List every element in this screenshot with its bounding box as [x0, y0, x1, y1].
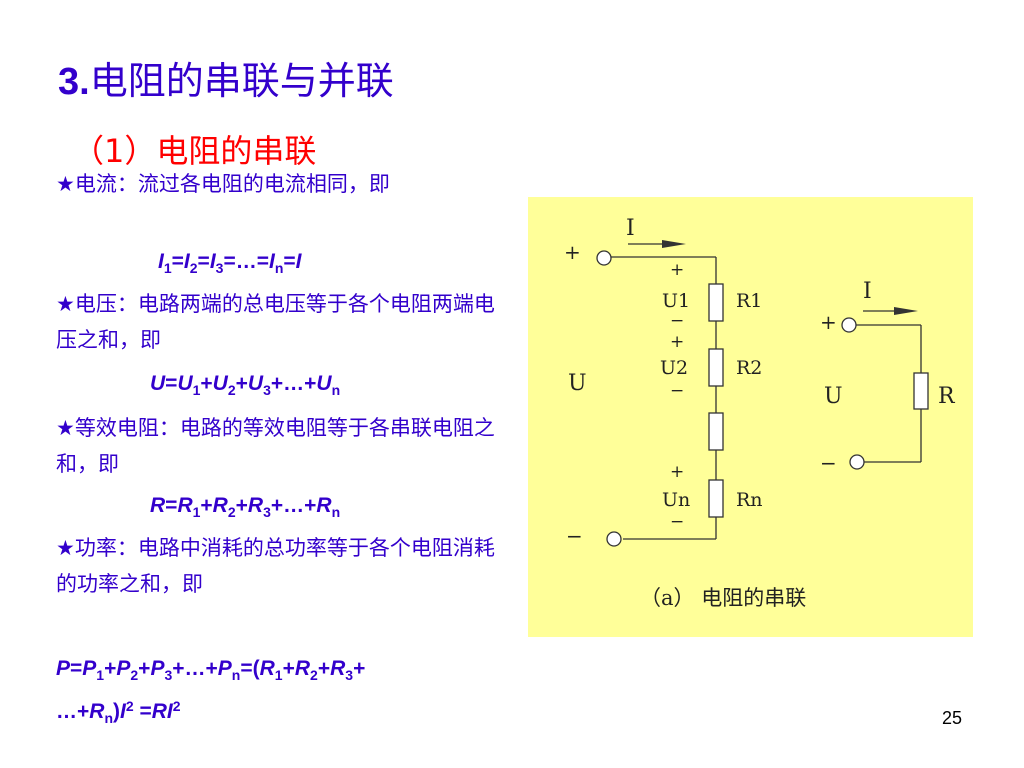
current-label-left: I [626, 216, 635, 241]
current-formula: I1=I2=I3=…=In=I [158, 250, 302, 276]
resistance-text: ★等效电阻：电路的等效电阻等于各串联电阻之和，即 [56, 416, 495, 476]
terminal-top-right [841, 317, 857, 333]
plus-sign-right: + [820, 310, 837, 334]
power-formula-line2: …+Rn)I2 =RI2 [56, 698, 181, 726]
resistance-formula: R=R1+R2+R3+…+Rn [150, 494, 341, 520]
minus-sign-left: − [566, 524, 583, 548]
resistor-r3 [708, 412, 724, 451]
un-plus: + [670, 462, 684, 482]
u2-minus: − [670, 381, 684, 401]
power-formula-line1: P=P1+P2+P3+…+Pn=(R1+R2+R3+ [56, 657, 366, 683]
resistor-r1 [708, 283, 724, 322]
terminal-top-left [596, 250, 612, 266]
series-circuit-diagram: I I + − + − U U + U1 − + U2 − + Un − R1 … [528, 197, 973, 637]
page-title: 3.电阻的串联与并联 [58, 59, 394, 103]
r-equivalent-label: R [938, 384, 956, 409]
voltage-label-left: U [568, 371, 587, 396]
r2-label: R2 [736, 357, 762, 379]
u1-label: U1 [662, 290, 690, 312]
terminal-bottom-right [849, 454, 865, 470]
voltage-formula: U=U1+U2+U3+…+Un [150, 372, 341, 398]
resistor-r2 [708, 348, 724, 387]
diagram-caption: （a） 电阻的串联 [640, 586, 806, 610]
minus-sign-right: − [820, 451, 837, 475]
terminal-bottom-left [606, 531, 622, 547]
current-text: ★电流：流过各电阻的电流相同，即 [56, 172, 390, 196]
resistor-rn [708, 479, 724, 518]
rn-label: Rn [736, 489, 763, 511]
current-arrow-right [863, 307, 918, 315]
power-text: ★功率：电路中消耗的总功率等于各个电阻消耗的功率之和，即 [56, 536, 495, 596]
un-minus: − [670, 512, 684, 532]
page-number: 25 [941, 708, 962, 728]
u2-label: U2 [660, 357, 688, 379]
diagram-background [528, 197, 973, 637]
section-subtitle: （1）电阻的串联 [72, 132, 317, 170]
resistor-r-equivalent [913, 372, 929, 410]
u2-plus: + [670, 332, 684, 352]
un-label: Un [662, 489, 690, 511]
voltage-text: ★电压：电路两端的总电压等于各个电阻两端电压之和，即 [56, 292, 495, 352]
voltage-label-right: U [824, 384, 843, 409]
plus-sign-left: + [564, 240, 581, 264]
u1-minus: − [670, 311, 684, 331]
current-arrow-left [628, 240, 686, 248]
current-label-right: I [863, 279, 872, 304]
u1-plus: + [670, 260, 684, 280]
r1-label: R1 [736, 290, 762, 312]
